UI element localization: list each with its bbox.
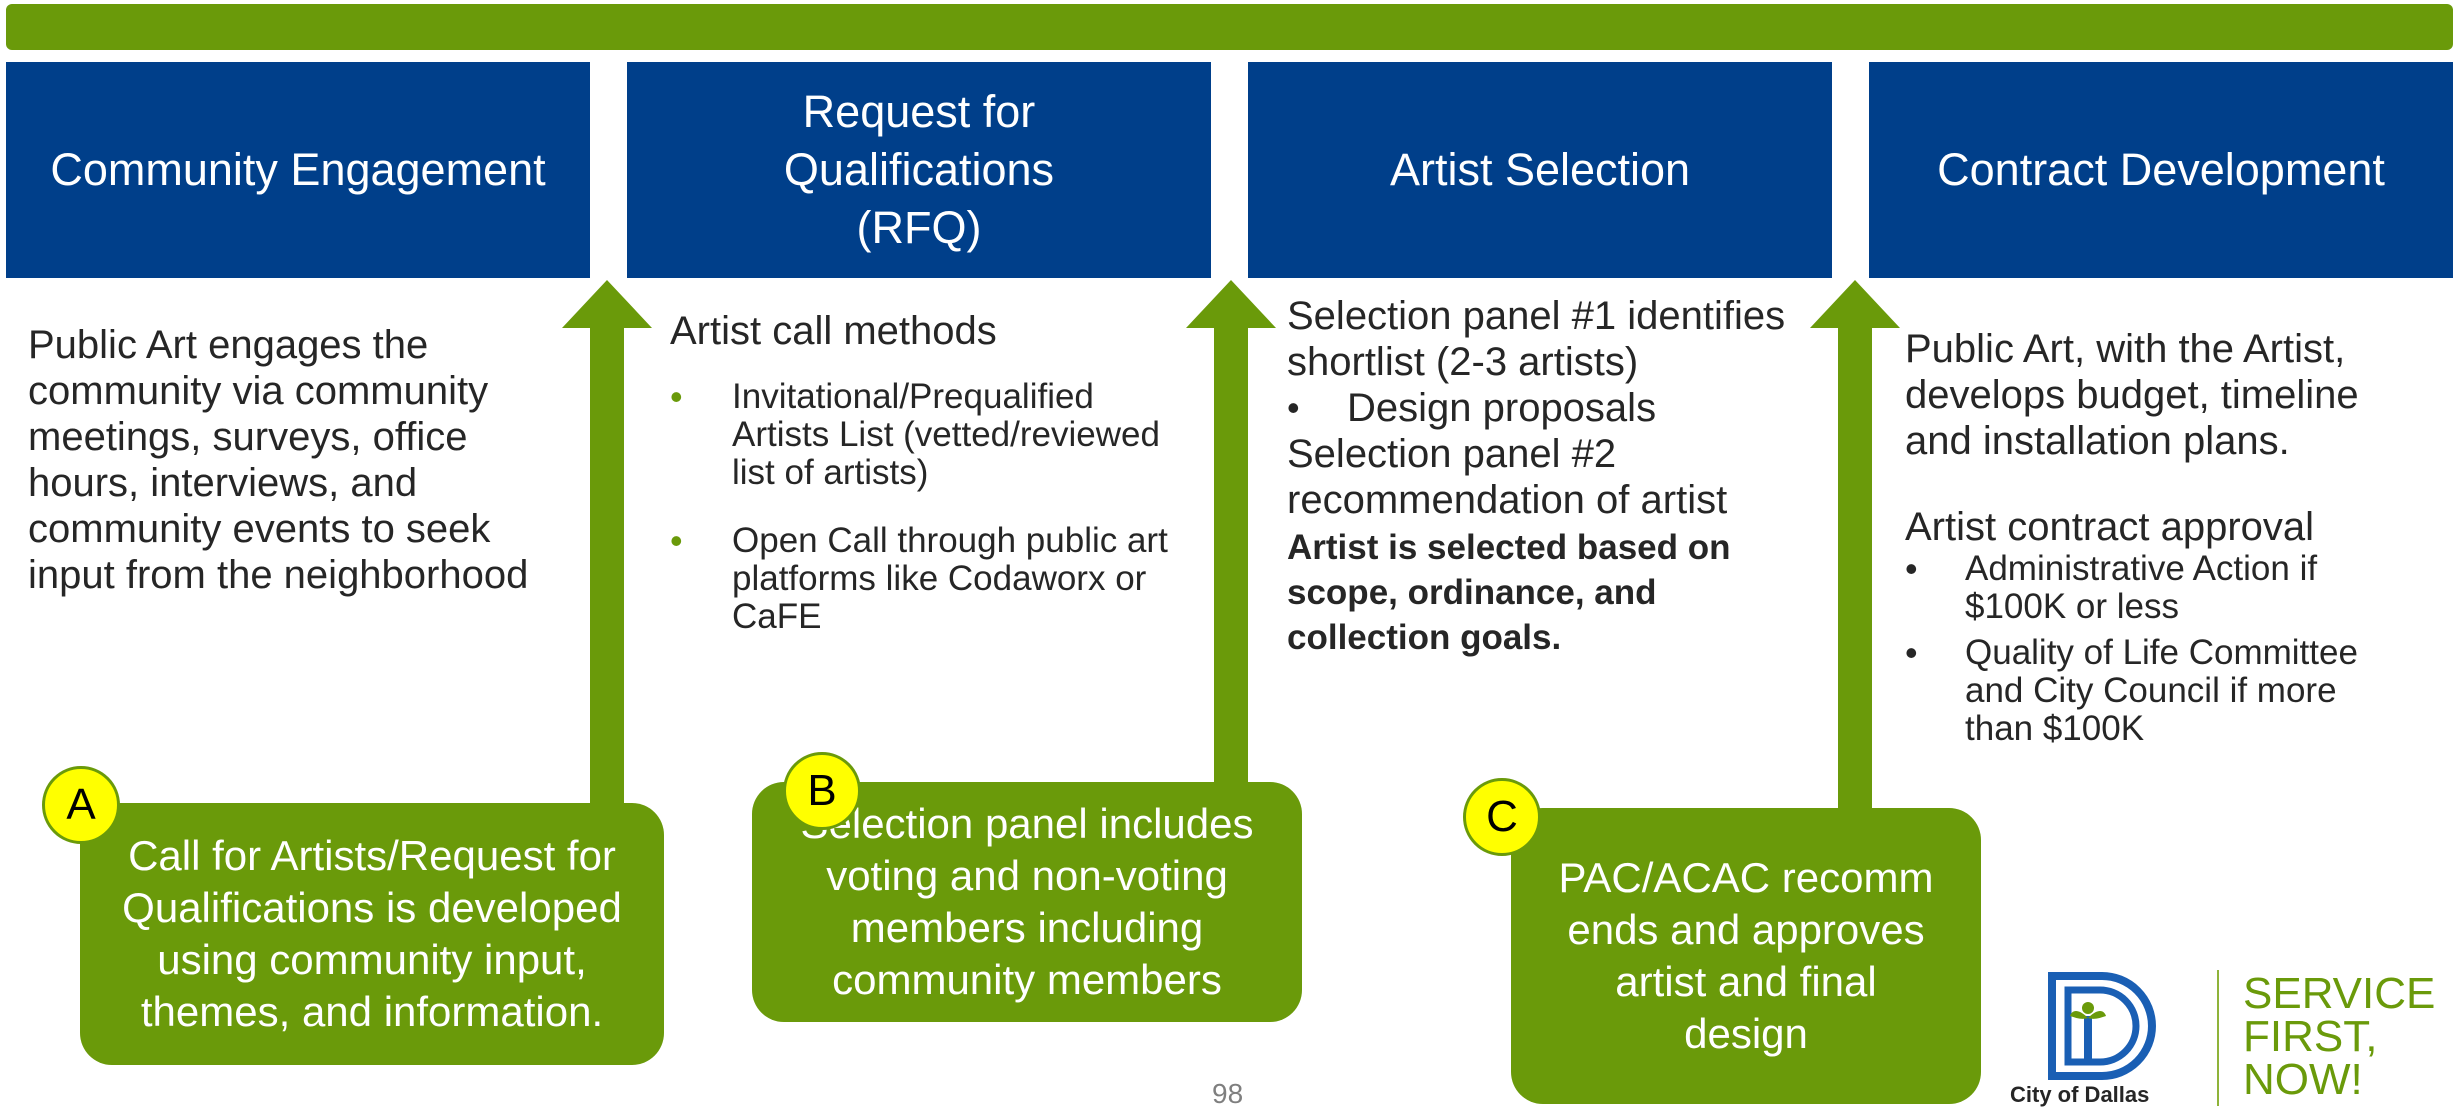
header-label: Artist Selection [1389, 144, 1691, 195]
up-arrow-1 [562, 280, 652, 810]
service-first-now-slogan: SERVICE FIRST, NOW! [2243, 969, 2436, 1104]
badge-c: C [1463, 778, 1541, 856]
list-item: Administrative Action if $100K or less [1905, 550, 2365, 626]
selection-panel-1: Selection panel #1 identifies shortlist … [1287, 294, 1786, 384]
header-label: Community Engagement [50, 144, 546, 195]
artist-call-methods: Artist call methods Invitational/Prequal… [670, 308, 1170, 636]
up-arrow-3 [1810, 280, 1900, 820]
city-of-dallas-label: City of Dallas [2010, 1082, 2150, 1107]
page-number: 98 [1212, 1078, 1244, 1109]
step-box-c: PAC/ACAC recomm ends and approves artist… [1511, 808, 1981, 1104]
artist-selection-text: Selection panel #1 identifies shortlist … [1287, 293, 1807, 660]
contract-approval-list: Administrative Action if $100K or less Q… [1905, 550, 2365, 748]
step-text: Call for Artists/Request for Qualificati… [122, 832, 622, 1035]
list-item: Open Call through public art platforms l… [670, 522, 1172, 636]
step-box-a: Call for Artists/Request for Qualificati… [80, 803, 664, 1065]
contract-development-text: Public Art, with the Artist, develops bu… [1905, 326, 2425, 748]
artist-call-methods-title: Artist call methods [670, 309, 997, 353]
header-rfq: Request for Qualifications (RFQ) [627, 62, 1211, 278]
list-item: Invitational/Prequalified Artists List (… [670, 378, 1172, 492]
step-text: Selection panel includes voting and non-… [800, 800, 1254, 1003]
artist-call-methods-list: Invitational/Prequalified Artists List (… [670, 378, 1172, 636]
header-artist-selection: Artist Selection [1248, 62, 1832, 278]
step-box-b: Selection panel includes voting and non-… [752, 782, 1302, 1022]
community-engagement-text: Public Art engages the community via com… [28, 323, 529, 597]
city-of-dallas-logo-icon [2048, 972, 2156, 1080]
badge-b: B [783, 752, 861, 830]
logo-divider [2217, 970, 2219, 1106]
header-contract-development: Contract Development [1869, 62, 2453, 278]
up-arrow-2 [1186, 280, 1276, 800]
selection-criteria: Artist is selected based on scope, ordin… [1287, 528, 1731, 657]
header-label: Request for Qualifications (RFQ) [783, 86, 1055, 253]
selection-bullets: Design proposals [1287, 385, 1807, 431]
header-community-engagement: Community Engagement [6, 62, 590, 278]
top-banner [6, 4, 2453, 50]
step-text: PAC/ACAC recomm ends and approves artist… [1558, 854, 1934, 1057]
badge-a: A [42, 766, 120, 844]
contract-description: Public Art, with the Artist, develops bu… [1905, 327, 2359, 463]
list-item: Quality of Life Committee and City Counc… [1905, 634, 2365, 748]
selection-panel-2: Selection panel #2 recommendation of art… [1287, 432, 1728, 522]
header-label: Contract Development [1937, 144, 2385, 195]
contract-approval-title: Artist contract approval [1905, 505, 2315, 549]
list-item: Design proposals [1287, 385, 1807, 431]
